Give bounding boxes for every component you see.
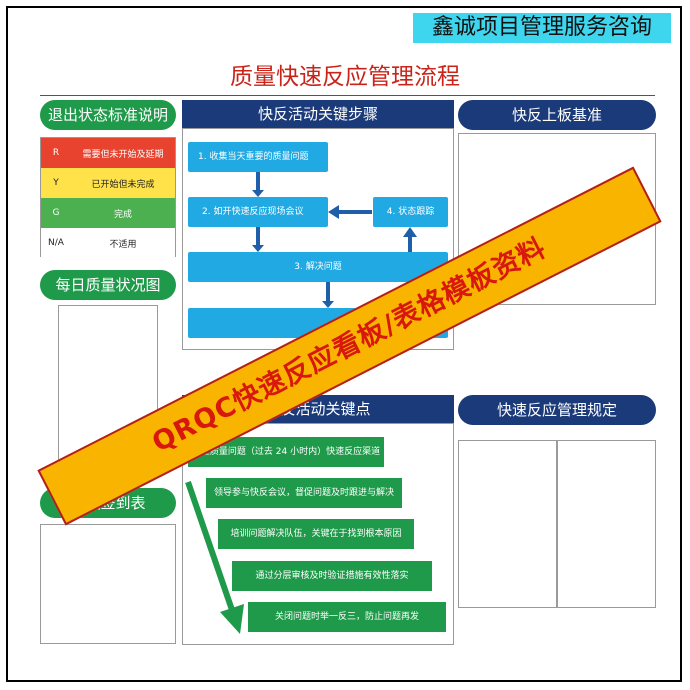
status-code: G bbox=[52, 208, 60, 218]
status-desc: 不适用 bbox=[109, 239, 137, 250]
arrow-left-icon bbox=[328, 205, 372, 219]
rules-panel-left bbox=[458, 440, 557, 608]
board-baseline-header: 快反上板基准 bbox=[458, 100, 656, 130]
step-1: 1. 收集当天重要的质量问题 bbox=[188, 142, 328, 172]
status-code: Y bbox=[53, 178, 59, 188]
arrow-up-icon bbox=[403, 227, 417, 253]
daily-quality-header: 每日质量状况图 bbox=[40, 270, 176, 300]
key-point-3: 培训问题解决队伍，关键在于找到根本原因 bbox=[218, 519, 414, 549]
page-title: 质量快速反应管理流程 bbox=[230, 64, 460, 90]
step-2: 2. 如开快速反应现场会议 bbox=[188, 197, 328, 227]
status-desc: 已开始但未完成 bbox=[91, 179, 155, 190]
step-4: 4. 状态跟踪 bbox=[373, 197, 448, 227]
diagonal-arrow-icon bbox=[185, 481, 244, 634]
rules-header: 快速反应管理规定 bbox=[458, 395, 656, 425]
status-code: N/A bbox=[48, 238, 64, 248]
status-desc: 完成 bbox=[113, 209, 132, 220]
key-point-5: 关闭问题时举一反三，防止问题再发 bbox=[248, 602, 446, 632]
status-row-na: N/A 不适用 bbox=[41, 228, 175, 258]
arrow-down-icon bbox=[252, 227, 264, 252]
status-row-r: R 需要但未开始及延期 bbox=[41, 138, 175, 168]
status-row-y: Y 已开始但未完成 bbox=[41, 168, 175, 198]
status-row-g: G 完成 bbox=[41, 198, 175, 228]
exit-status-header: 退出状态标准说明 bbox=[40, 100, 176, 130]
status-legend-table: R 需要但未开始及延期 Y 已开始但未完成 G 完成 N/A 不适用 bbox=[40, 137, 176, 258]
key-steps-header: 快反活动关键步骤 bbox=[182, 100, 454, 128]
title-divider bbox=[40, 95, 655, 96]
sign-in-table-area bbox=[40, 524, 176, 644]
status-desc: 需要但未开始及延期 bbox=[82, 149, 164, 160]
brand-label: 鑫诚项目管理服务咨询 bbox=[413, 13, 671, 43]
rules-panel-right bbox=[557, 440, 656, 608]
arrow-down-icon bbox=[252, 172, 264, 197]
key-point-2: 领导参与快反会议，督促问题及时跟进与解决 bbox=[206, 478, 402, 508]
step-3: 3. 解决问题 bbox=[188, 252, 448, 282]
status-code: R bbox=[52, 148, 60, 158]
page-frame bbox=[6, 6, 682, 682]
arrow-down-icon bbox=[322, 282, 334, 308]
key-point-4: 通过分层审核及时验证措施有效性落实 bbox=[232, 561, 432, 591]
